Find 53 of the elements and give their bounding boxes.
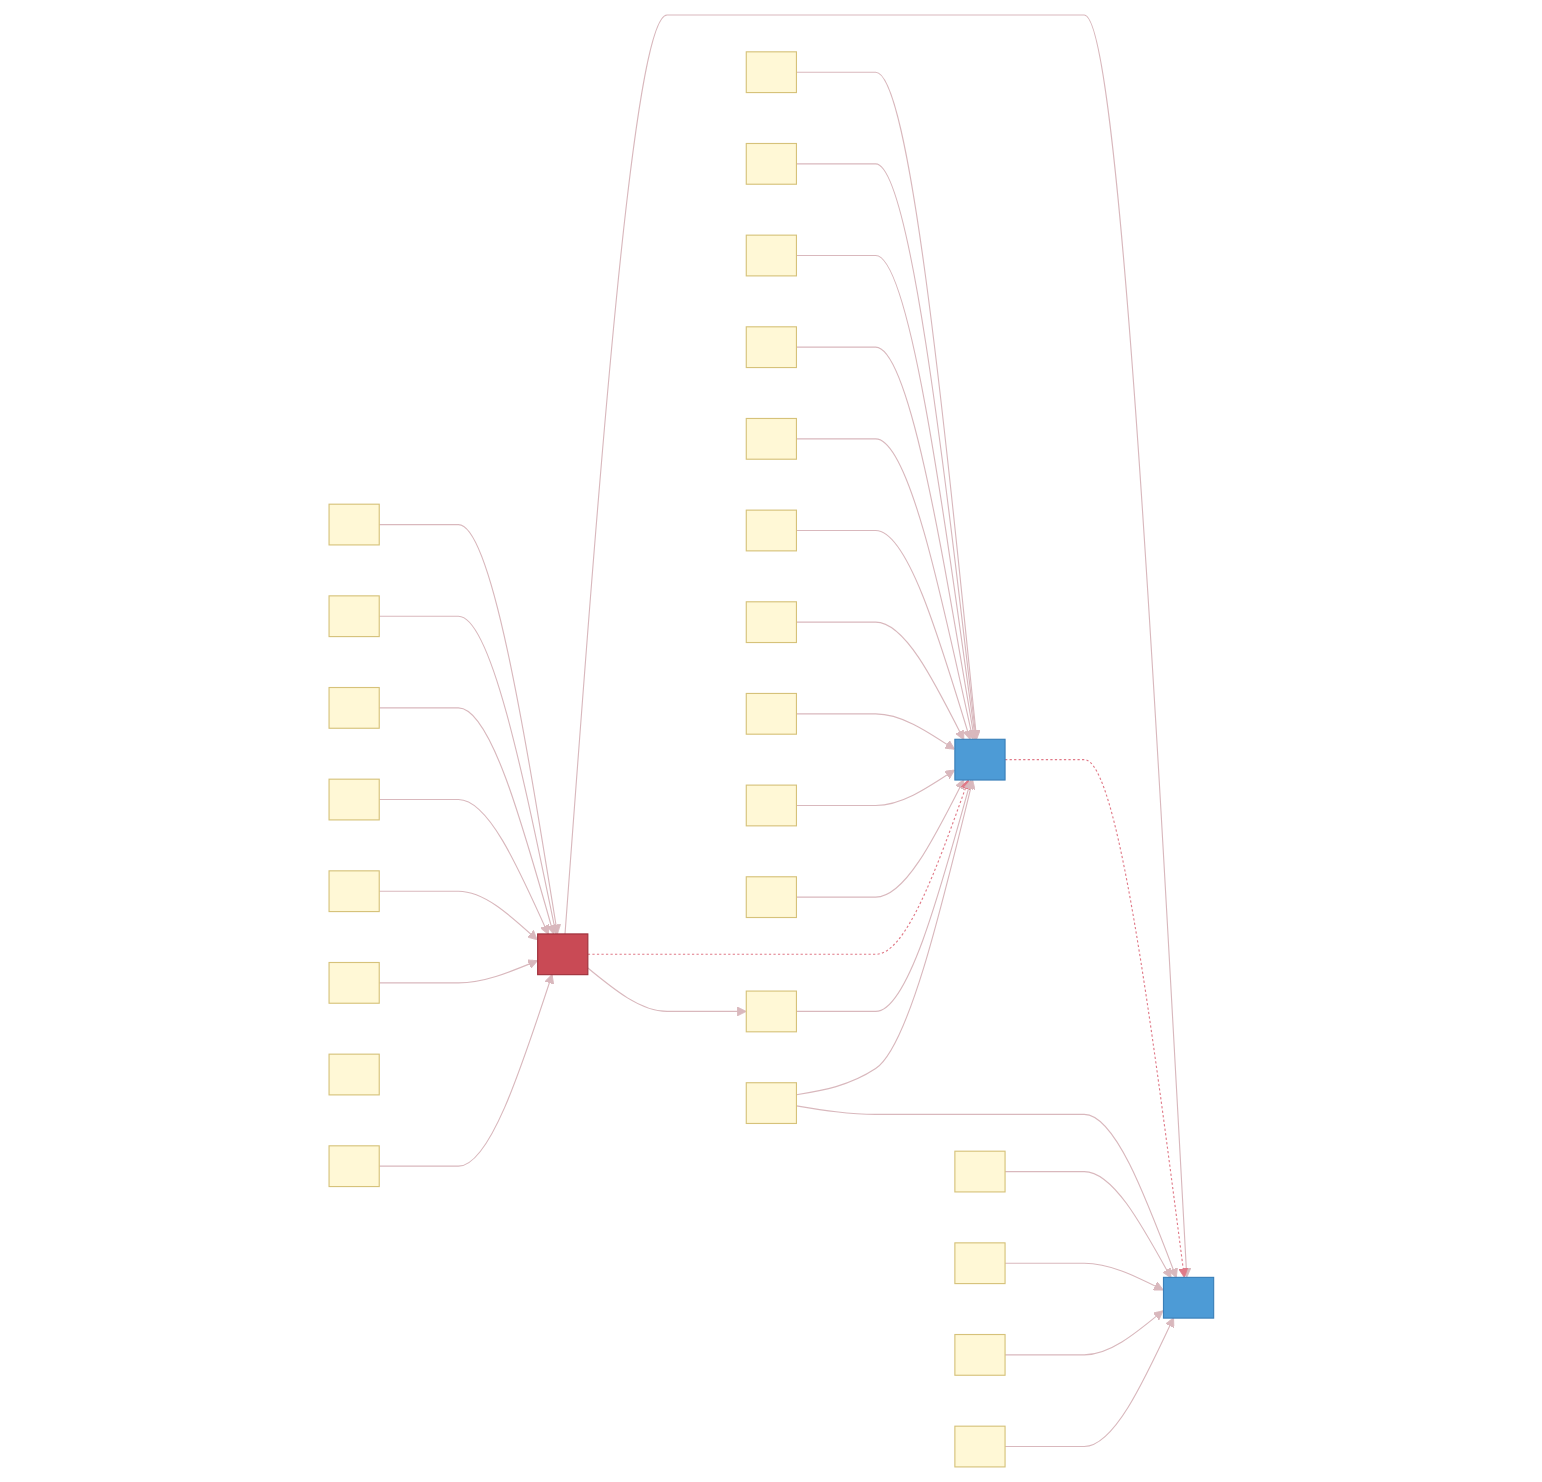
arrow [795,254,979,740]
arrow [1004,759,1188,1278]
node-box [745,601,797,644]
node-box [328,778,380,821]
arrow [795,779,976,1096]
arrow [378,973,554,1167]
node-box [953,1242,1006,1285]
arrow [795,529,972,740]
node-box [328,503,380,546]
node-box [1162,1276,1214,1319]
node-box [536,933,589,976]
arrow [795,621,964,741]
node-box [328,1053,380,1096]
node-box [328,595,380,638]
node-box [745,1082,797,1125]
node-box [745,417,797,460]
node-box [745,990,797,1033]
node-box [745,692,797,735]
node-box [953,1425,1006,1468]
node-box [745,326,797,369]
arrow [795,779,974,1012]
arrow [1004,1262,1164,1291]
arrow [795,1105,1178,1279]
arrow [378,707,556,935]
arrow [586,779,970,955]
node-box [328,961,380,1004]
arrow [795,769,955,807]
arrow [1004,1171,1172,1279]
node-box [953,738,1006,781]
arrow [795,779,964,898]
node-box [745,784,797,827]
node-box [745,51,797,94]
node-box [745,509,797,552]
arrow [1004,1317,1174,1448]
node-box [953,1150,1006,1193]
arrow [795,438,976,740]
node-box [328,1145,380,1188]
arrow [1004,1310,1164,1356]
arrow [378,959,538,984]
node-box [745,142,797,185]
arrow [378,524,561,935]
arrow [378,799,549,935]
arrow [586,967,747,1017]
node-box [953,1333,1006,1376]
arrow [378,615,559,935]
arrow [795,713,955,750]
arrow [564,14,1191,1278]
node-box [328,686,380,729]
arrow [795,346,978,740]
node-box [745,234,797,277]
node-box [328,870,380,913]
arrow [378,890,538,941]
node-box [745,876,797,919]
